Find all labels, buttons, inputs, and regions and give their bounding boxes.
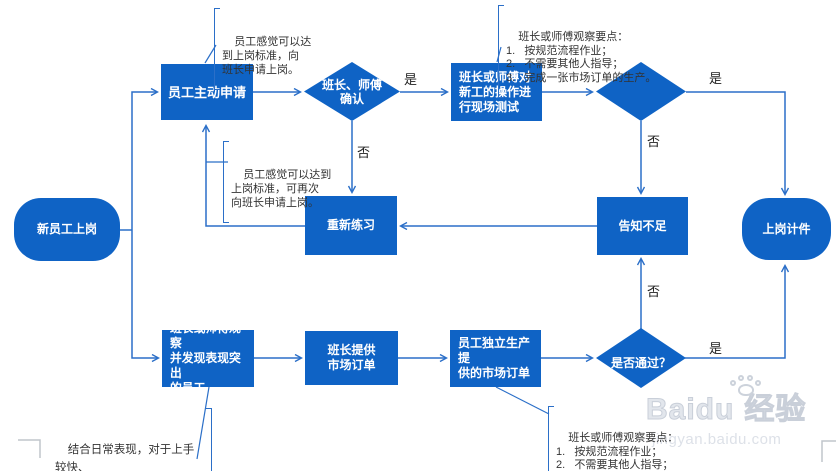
- annotation-text: 班长或师傅观察要点： 1. 按规范流程作业； 2. 不需要其他人指导； 3. 完…: [556, 432, 679, 471]
- edge-label-no-decision2: 否: [647, 134, 661, 149]
- node-start: 新员工上岗: [14, 198, 120, 261]
- node-inform: 告知不足: [597, 197, 688, 255]
- bracket-icon: [548, 406, 554, 471]
- crop-corner-bottom-left: [18, 439, 41, 458]
- edge-label-yes-decision2: 是: [709, 71, 723, 86]
- annotation-text: 结合日常表现，对于上手较快、 学习能力较强的新工，班长或主 任安排一张市场订单让…: [55, 444, 195, 471]
- callout-line-produce-note: [495, 386, 550, 415]
- watermark-logo: Baidu 经验: [645, 375, 807, 428]
- edge-label-no-pass: 否: [647, 284, 661, 299]
- annotation-text: 员工感觉可以达到 上岗标准，可再次 向班长申请上岗。: [231, 169, 332, 209]
- node-produce: 员工独立生产提 供的市场订单: [450, 330, 541, 387]
- watermark-brand-suffix: 经验: [744, 393, 807, 427]
- bracket-icon: [214, 8, 220, 90]
- connector-pass-yes-to-end: [685, 266, 785, 359]
- annotation-text: 班长或师傅观察要点： 1. 按规范流程作业； 2. 不需要其他人指导； 3. 完…: [506, 31, 657, 84]
- annotation-produce-note: 班长或师傅观察要点： 1. 按规范流程作业； 2. 不需要其他人指导； 3. 完…: [548, 405, 772, 471]
- node-repractice: 重新练习: [305, 196, 397, 255]
- connector-start-to-observe: [131, 230, 158, 358]
- connector-repractice-to-apply: [206, 126, 305, 227]
- edge-label-yes-pass: 是: [709, 341, 723, 356]
- edge-label-yes-confirm: 是: [404, 72, 418, 87]
- annotation-observe-note: 结合日常表现，对于上手较快、 学习能力较强的新工，班长或主 任安排一张市场订单让…: [55, 407, 212, 471]
- crop-corner-bottom-right: [821, 440, 836, 462]
- annotation-apply-note: 员工感觉可以达 到上岗标准，向 班长申请上岗。: [214, 7, 324, 91]
- node-order: 班长提供 市场订单: [305, 331, 398, 385]
- baidu-jingyan-watermark: Baidu 经验 jingyan.baidu.com: [645, 375, 807, 448]
- annotation-retry-note: 员工感觉可以达到 上岗标准，可再次 向班长申请上岗。: [223, 140, 337, 224]
- watermark-brand: Baidu: [645, 393, 735, 427]
- bracket-icon: [206, 408, 212, 471]
- connector-decision2-yes-to-end: [686, 91, 785, 194]
- node-test: 班长或师傅对 新工的操作进 行现场测试: [451, 63, 542, 121]
- node-apply: 员工主动申请: [161, 64, 253, 120]
- annotation-test-note: 班长或师傅观察要点： 1. 按规范流程作业； 2. 不需要其他人指导； 3. 完…: [498, 4, 726, 99]
- annotation-text: 员工感觉可以达 到上岗标准，向 班长申请上岗。: [222, 36, 312, 76]
- edge-label-no-confirm: 否: [357, 145, 371, 160]
- bracket-icon: [498, 5, 504, 98]
- callout-line-observe-note: [196, 386, 210, 460]
- callout-line-test-note: [496, 46, 502, 63]
- node-end: 上岗计件: [742, 198, 831, 260]
- paw-icon: [730, 375, 764, 397]
- bracket-icon: [223, 141, 229, 223]
- watermark-url: jingyan.baidu.com: [652, 431, 782, 448]
- connector-start-to-apply: [131, 92, 157, 230]
- node-observe: 班长或师傅观察 并发现表现突出 的员工: [162, 321, 254, 395]
